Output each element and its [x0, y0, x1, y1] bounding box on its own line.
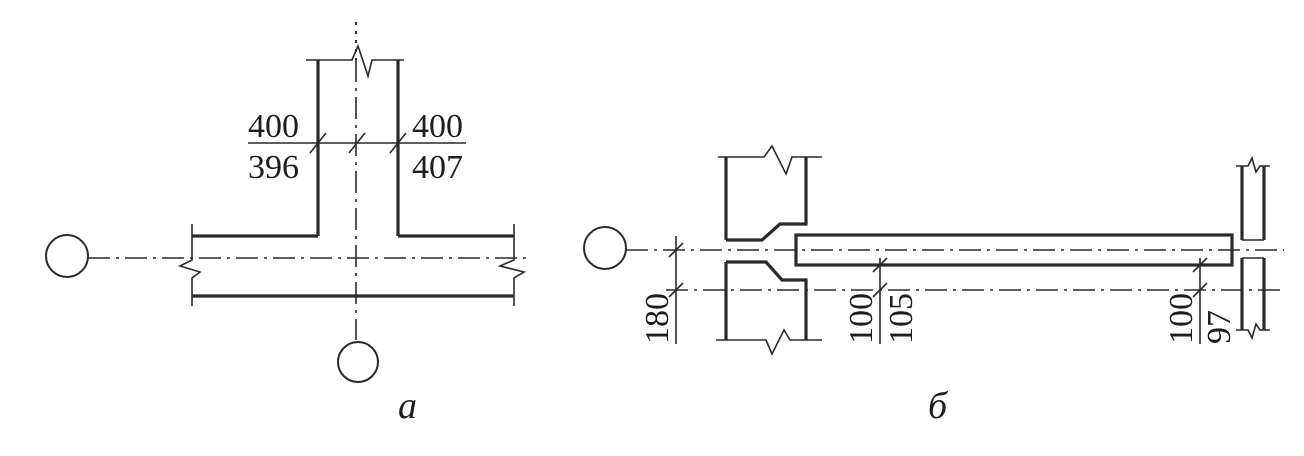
right-column-break-top	[1236, 155, 1270, 174]
dim-tick-right-bottom	[1192, 282, 1208, 298]
lower-column-break	[716, 328, 822, 356]
dim-tick-mid-top	[872, 257, 888, 273]
dim-label-right-bottom: 407	[412, 149, 463, 186]
upper-column-break	[718, 144, 822, 177]
dim-tick-left	[309, 132, 327, 154]
dim-tick-right-top	[1192, 257, 1208, 273]
dim-tick-offset-top	[668, 242, 684, 258]
dim-tick-offset-bottom	[668, 282, 684, 298]
slab-break-left	[177, 224, 202, 306]
upper-column-right	[726, 157, 808, 242]
dim-label-mid-bottom: 105	[883, 293, 920, 344]
axis-marker-bottom	[337, 341, 379, 383]
axis-marker-left	[45, 234, 89, 278]
dim-label-right-top: 100	[1163, 293, 1200, 344]
dim-tick-mid-bottom	[872, 282, 888, 298]
right-column-break-bottom	[1236, 322, 1270, 341]
dim-label-left-top: 400	[248, 108, 299, 145]
figure-b: 180 100 105 100 97 б	[583, 144, 1284, 427]
caption-b: б	[928, 385, 949, 427]
wall-break-line	[306, 43, 404, 79]
dim-label-offset: 180	[639, 293, 676, 344]
dim-label-right-bottom: 97	[1201, 310, 1238, 344]
dim-tick-center	[348, 132, 366, 154]
dim-label-right-top: 400	[412, 108, 463, 145]
lower-column-right	[726, 260, 808, 340]
dim-label-mid-top: 100	[843, 293, 880, 344]
axis-marker-b	[583, 226, 627, 270]
dim-label-left-bottom: 396	[248, 149, 299, 186]
figure-a: 400 396 400 407 а	[45, 22, 528, 427]
caption-a: а	[398, 385, 417, 427]
slab-break-right	[497, 224, 527, 306]
dim-tick-right	[389, 132, 407, 154]
